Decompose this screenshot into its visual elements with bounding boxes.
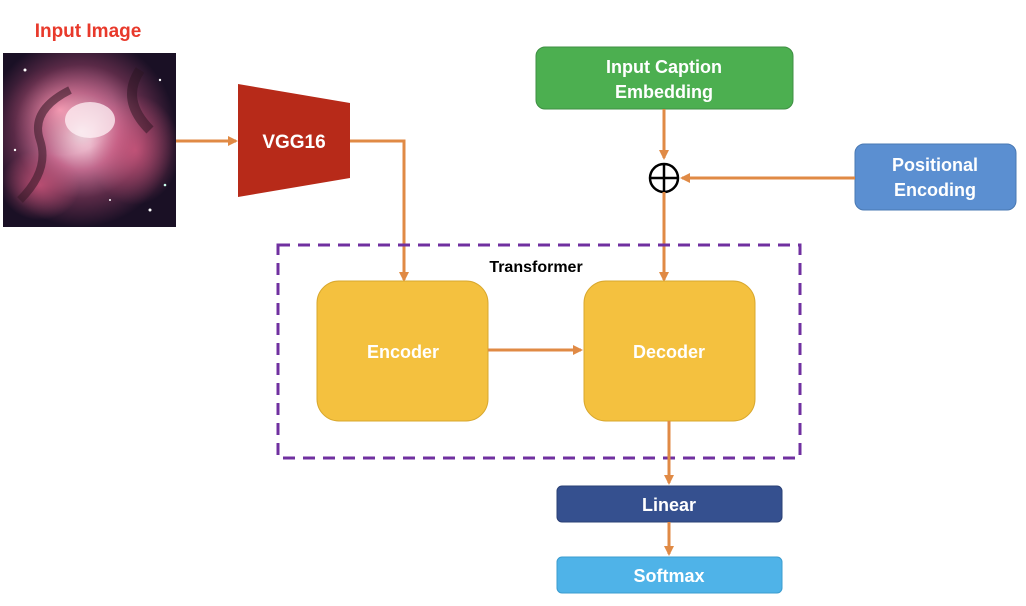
input-image-label: Input Image	[35, 21, 142, 42]
decoder-label: Decoder	[633, 342, 705, 362]
add-operator-icon	[648, 162, 680, 194]
arrow-vgg-to-encoder	[350, 139, 409, 282]
linear-label: Linear	[642, 495, 696, 515]
softmax-block	[556, 556, 783, 594]
transformer-boundary	[276, 243, 802, 460]
transformer-label: Transformer	[489, 259, 582, 276]
encoder-label: Encoder	[367, 342, 439, 362]
caption-embedding-line1: Input Caption	[606, 57, 722, 77]
softmax-label: Softmax	[633, 566, 704, 586]
input-image	[3, 53, 176, 227]
vgg16-block	[238, 84, 350, 197]
positional-encoding-line1: Positional	[892, 155, 978, 175]
vgg16-label: VGG16	[262, 132, 325, 153]
positional-encoding-line2: Encoding	[894, 180, 976, 200]
caption-embedding-line2: Embedding	[615, 82, 713, 102]
positional-encoding-block	[854, 143, 1017, 211]
